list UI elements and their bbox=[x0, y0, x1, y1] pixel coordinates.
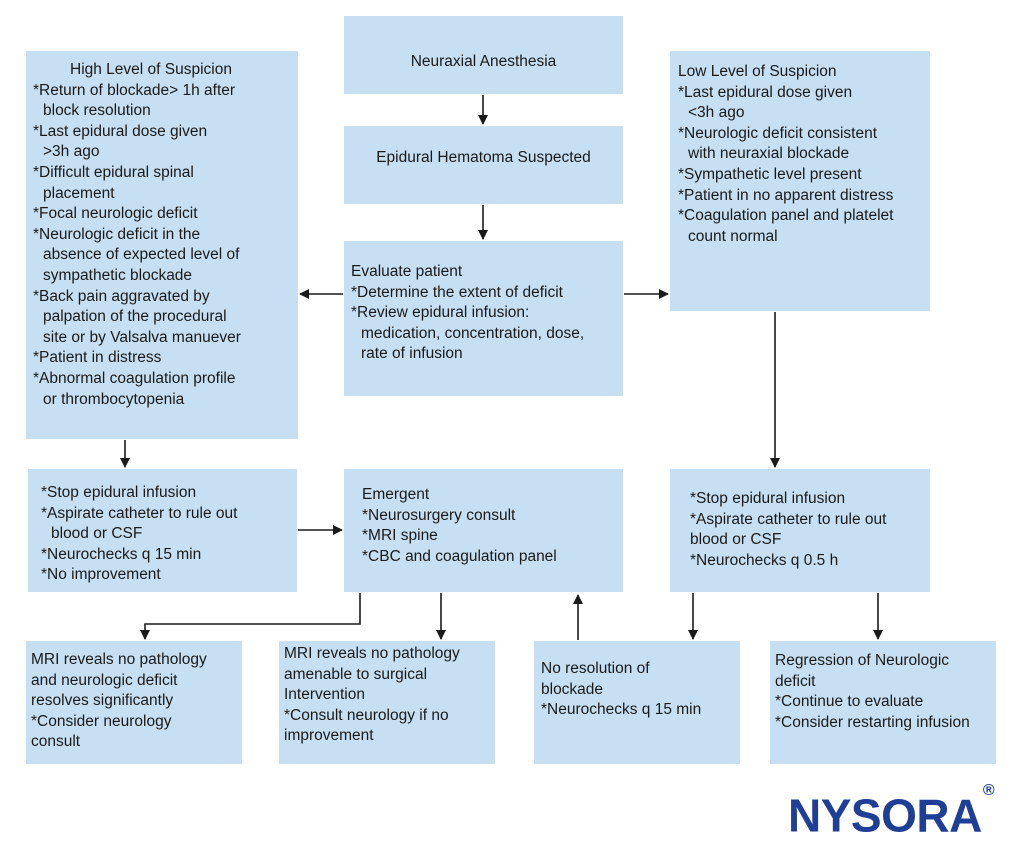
arrow-emergent-to-mri-resolves bbox=[140, 593, 361, 640]
node-line-continuation: absence of expected level of bbox=[43, 246, 240, 264]
node-lines: Regression of Neurologic deficit *Continue… bbox=[775, 651, 994, 733]
node-line: amenable to surgical bbox=[284, 665, 428, 683]
node-lines: *Determine the extent of deficit *Review … bbox=[351, 283, 619, 365]
node-line: *Patient in no apparent distress bbox=[678, 186, 894, 204]
node-line: blood or CSF bbox=[690, 531, 782, 549]
node-line: *Abnormal coagulation profile bbox=[33, 369, 236, 387]
node-title: High Level of Suspicion bbox=[70, 61, 232, 78]
node-title: Evaluate patient bbox=[351, 263, 463, 280]
node-emergent: Emergent *Neurosurgery consult *MRI spine… bbox=[344, 469, 623, 592]
node-line: *Continue to evaluate bbox=[775, 693, 924, 711]
node-line-continuation: count normal bbox=[688, 227, 778, 245]
node-line: *Aspirate catheter to rule out bbox=[41, 504, 238, 522]
node-epidural-hematoma-suspected: Epidural Hematoma Suspected bbox=[344, 126, 623, 204]
node-line: *CBC and coagulation panel bbox=[362, 547, 557, 565]
node-line: *Neurosurgery consult bbox=[362, 506, 516, 524]
node-high-suspicion: High Level of Suspicion *Return of block… bbox=[26, 51, 298, 439]
node-lines: No resolution of blockade *Neurochecks q 1… bbox=[541, 659, 738, 721]
registered-mark: ® bbox=[982, 782, 995, 799]
node-line: resolves significantly bbox=[31, 692, 174, 710]
node-stop-infusion-high: *Stop epidural infusion *Aspirate cathete… bbox=[28, 469, 297, 592]
node-evaluate-patient: Evaluate patient *Determine the extent o… bbox=[344, 241, 623, 396]
node-line: consult bbox=[31, 733, 81, 751]
node-line-continuation: block resolution bbox=[43, 102, 151, 120]
node-line-continuation: or thrombocytopenia bbox=[43, 390, 185, 408]
node-lines: *Last epidural dose given <3h ago *Neurolo… bbox=[678, 83, 928, 248]
node-title: Neuraxial Anesthesia bbox=[410, 53, 557, 70]
node-line-continuation: sympathetic blockade bbox=[43, 266, 193, 284]
node-line-continuation: palpation of the procedural bbox=[43, 308, 227, 326]
node-lines: *Stop epidural infusion *Aspirate cathete… bbox=[41, 483, 295, 586]
node-line: *Focal neurologic deficit bbox=[33, 205, 198, 223]
node-line: MRI reveals no pathology bbox=[31, 651, 207, 668]
nysora-logo: NYSORA® bbox=[788, 782, 995, 842]
node-line: *Coagulation panel and platelet bbox=[678, 207, 894, 225]
node-line: Intervention bbox=[284, 686, 365, 704]
node-line: *Consult neurology if no bbox=[284, 706, 449, 724]
node-line-continuation: >3h ago bbox=[43, 143, 100, 161]
node-line-continuation: <3h ago bbox=[688, 104, 745, 122]
node-line: No resolution of bbox=[541, 660, 650, 677]
node-line-continuation: blood or CSF bbox=[51, 525, 143, 543]
node-lines: MRI reveals no pathology amenable to surg… bbox=[284, 644, 493, 747]
node-lines: MRI reveals no pathology and neurologic d… bbox=[31, 650, 240, 753]
node-title: Emergent bbox=[362, 486, 430, 503]
node-line-continuation: medication, concentration, dose, bbox=[361, 324, 585, 342]
node-mri-no-surgery: MRI reveals no pathology amenable to surg… bbox=[279, 641, 495, 764]
node-regression: Regression of Neurologic deficit *Continue… bbox=[770, 641, 996, 764]
node-line: MRI reveals no pathology bbox=[284, 645, 460, 662]
node-line: Regression of Neurologic bbox=[775, 652, 950, 669]
node-line: *Neurochecks q 0.5 h bbox=[690, 551, 839, 569]
node-neuraxial-anesthesia: Neuraxial Anesthesia bbox=[344, 16, 623, 94]
node-line: *Last epidural dose given bbox=[33, 122, 208, 140]
node-lines: *Return of blockade> 1h after block resol… bbox=[33, 81, 296, 411]
node-line: and neurologic deficit bbox=[31, 671, 178, 689]
node-stop-infusion-low: *Stop epidural infusion *Aspirate cathete… bbox=[670, 469, 930, 592]
node-line: *Neurochecks q 15 min bbox=[41, 545, 202, 563]
node-line-continuation: rate of infusion bbox=[361, 345, 463, 363]
node-lines: *Neurosurgery consult *MRI spine *CBC and … bbox=[362, 506, 621, 568]
node-line: *Difficult epidural spinal bbox=[33, 163, 194, 181]
node-line: *Last epidural dose given bbox=[678, 83, 853, 101]
node-title: Epidural Hematoma Suspected bbox=[376, 149, 591, 166]
node-line: *Neurologic deficit in the bbox=[33, 225, 201, 243]
node-line: deficit bbox=[775, 672, 816, 690]
node-line: *Determine the extent of deficit bbox=[351, 283, 563, 301]
node-line-continuation: with neuraxial blockade bbox=[688, 145, 850, 163]
node-mri-resolves: MRI reveals no pathology and neurologic d… bbox=[26, 641, 242, 764]
node-line: *Neurologic deficit consistent bbox=[678, 124, 878, 142]
node-title: Low Level of Suspicion bbox=[678, 63, 837, 80]
logo-text: NYSORA bbox=[788, 789, 982, 842]
node-line: *Neurochecks q 15 min bbox=[541, 701, 702, 719]
node-line: *Return of blockade> 1h after bbox=[33, 81, 236, 99]
node-line: *Aspirate catheter to rule out bbox=[690, 510, 887, 528]
node-line: *Stop epidural infusion bbox=[690, 490, 846, 507]
node-line: blockade bbox=[541, 680, 604, 698]
node-low-suspicion: Low Level of Suspicion *Last epidural do… bbox=[670, 51, 930, 311]
node-line: *Review epidural infusion: bbox=[351, 304, 530, 322]
node-line: improvement bbox=[284, 727, 374, 745]
node-line-continuation: site or by Valsalva manuever bbox=[43, 328, 241, 346]
node-line: *Sympathetic level present bbox=[678, 165, 862, 183]
node-line: *Stop epidural infusion bbox=[41, 484, 197, 501]
node-no-resolution: No resolution of blockade *Neurochecks q 1… bbox=[534, 641, 740, 764]
node-line: *Patient in distress bbox=[33, 349, 162, 367]
node-line: *Back pain aggravated by bbox=[33, 287, 210, 305]
node-line: *Consider restarting infusion bbox=[775, 713, 970, 731]
node-line: *MRI spine bbox=[362, 527, 438, 545]
node-lines: *Stop epidural infusion *Aspirate cathete… bbox=[690, 489, 928, 571]
node-line: *No improvement bbox=[41, 566, 161, 584]
node-line-continuation: placement bbox=[43, 184, 115, 202]
node-line: *Consider neurology bbox=[31, 712, 172, 730]
